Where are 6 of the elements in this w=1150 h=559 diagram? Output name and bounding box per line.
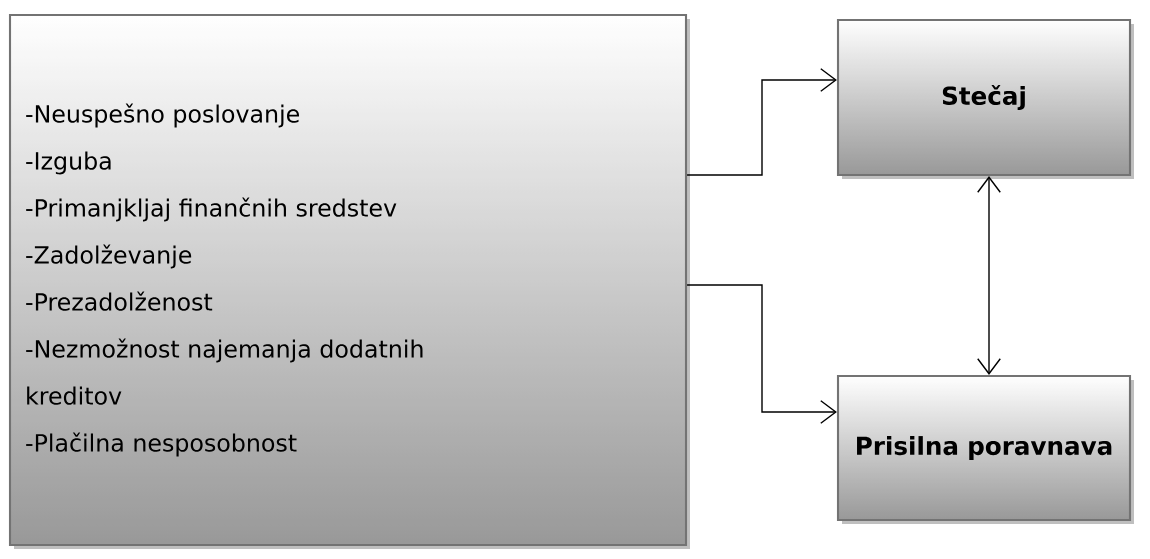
process-box: Prisilna poravnava	[836, 374, 1132, 522]
process-box: Stečaj	[836, 18, 1132, 177]
arrow	[686, 68, 837, 176]
arrow	[686, 284, 837, 424]
cause-list-box: -Neuspešno poslovanje -Izguba -Primanjkljaj finančnih sredstev -Zadolževanje -Prezadolženost -Nezmožnost najemanja dodatnih kreditov -Plačilna nesposobnost	[8, 13, 688, 547]
arrow	[977, 176, 1001, 375]
